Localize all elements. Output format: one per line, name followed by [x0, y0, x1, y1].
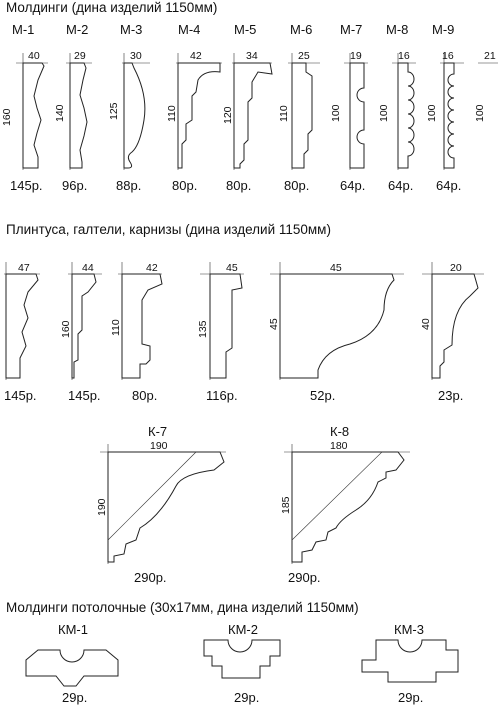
price-label: 80р.	[284, 178, 310, 193]
cornice-name: К-7	[148, 424, 168, 439]
price-label: 29р.	[398, 690, 424, 705]
height-dimension: 160	[60, 320, 72, 338]
width-dimension: 21	[484, 50, 496, 62]
price-label: 80р.	[132, 388, 158, 403]
molding-name: М-1	[12, 22, 35, 37]
width-dimension: 19	[350, 50, 362, 62]
width-dimension: 20	[450, 262, 462, 274]
height-dimension: 45	[268, 318, 280, 330]
height-dimension: 100	[426, 104, 438, 122]
cornice-name: К-8	[330, 424, 350, 439]
profile-p5	[270, 262, 404, 380]
profile-m1	[16, 53, 48, 170]
ceiling-section-title: Молдинги потолочные (30х17мм, дина издел…	[6, 600, 359, 615]
molding-name: М-5	[234, 22, 257, 37]
profile-p2	[68, 262, 102, 380]
moldings-section-title: Молдинги (дина изделий 1150мм)	[6, 0, 218, 15]
height-dimension: 125	[108, 102, 120, 120]
price-label: 29р.	[62, 690, 88, 705]
molding-name: М-8	[386, 22, 409, 37]
width-dimension: 45	[330, 262, 342, 274]
profile-km1	[25, 649, 119, 687]
price-label: 145р.	[68, 388, 101, 403]
height-dimension: 110	[110, 319, 122, 336]
molding-name: М-2	[66, 22, 89, 37]
plinths-section-title: Плинтуса, галтели, карнизы (дина изделий…	[6, 222, 331, 237]
profile-m3	[122, 53, 150, 170]
profile-m8	[392, 53, 416, 170]
height-dimension: 140	[54, 104, 66, 122]
profile-km3	[361, 639, 459, 683]
height-dimension: 40	[420, 318, 432, 330]
height-dimension: 135	[197, 320, 209, 338]
height-dimension: 120	[222, 106, 234, 124]
width-dimension: 45	[226, 262, 238, 274]
price-label: 80р.	[226, 178, 252, 193]
price-label: 29р.	[234, 690, 260, 705]
height-dimension: 110	[166, 105, 178, 122]
price-label: 290р.	[134, 570, 167, 585]
width-dimension: 44	[82, 262, 94, 274]
price-label: 64р.	[388, 178, 414, 193]
height-dimension: 100	[378, 104, 390, 122]
width-dimension: 25	[298, 50, 310, 62]
width-dimension: 180	[330, 440, 348, 452]
height-dimension: 190	[96, 498, 108, 516]
width-dimension: 16	[398, 50, 410, 62]
price-label: 64р.	[436, 178, 462, 193]
width-dimension: 42	[190, 50, 202, 62]
price-label: 23р.	[438, 388, 464, 403]
height-dimension: 100	[474, 104, 486, 122]
molding-name: М-6	[290, 22, 313, 37]
width-dimension: 29	[74, 50, 86, 62]
profile-m6	[288, 53, 320, 170]
height-dimension: 160	[1, 108, 13, 126]
profile-p6	[422, 262, 484, 380]
molding-name: М-7	[340, 22, 363, 37]
price-label: 88р.	[116, 178, 142, 193]
profile-m5	[232, 53, 273, 170]
price-label: 290р.	[288, 570, 321, 585]
price-label: 64р.	[340, 178, 366, 193]
width-dimension: 16	[442, 50, 454, 62]
profile-k8	[284, 444, 410, 564]
height-dimension: 185	[280, 496, 292, 514]
price-label: 96р.	[62, 178, 88, 193]
profile-m7	[344, 53, 368, 170]
width-dimension: 30	[130, 50, 142, 62]
ceiling-name: КМ-3	[394, 622, 424, 637]
ceiling-name: КМ-1	[58, 622, 88, 637]
price-label: 145р.	[4, 388, 37, 403]
profile-p4	[200, 262, 244, 380]
price-label: 116р.	[206, 388, 238, 403]
width-dimension: 34	[246, 50, 258, 62]
molding-name: М-3	[120, 22, 143, 37]
price-label: 80р.	[172, 178, 198, 193]
profile-m4	[176, 53, 222, 170]
profile-m2	[66, 53, 92, 170]
profile-km2	[203, 639, 281, 679]
molding-name: М-9	[432, 22, 455, 37]
molding-name: М-4	[178, 22, 201, 37]
width-dimension: 47	[18, 262, 30, 274]
profile-k7	[100, 444, 226, 564]
profile-p3	[118, 262, 163, 380]
price-label: 52р.	[310, 388, 336, 403]
profile-p1	[4, 262, 40, 380]
height-dimension: 110	[278, 105, 290, 122]
profile-m9	[440, 53, 464, 170]
height-dimension: 100	[330, 104, 342, 122]
price-label: 145р.	[10, 178, 43, 193]
width-dimension: 42	[146, 262, 158, 274]
width-dimension: 40	[28, 50, 40, 62]
width-dimension: 190	[150, 440, 168, 452]
ceiling-name: КМ-2	[228, 622, 258, 637]
